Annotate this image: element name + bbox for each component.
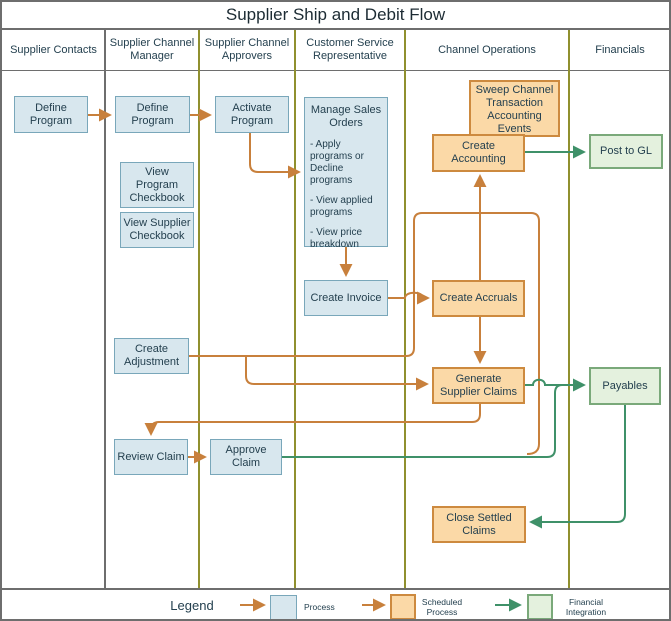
node-view-supplier-checkbook: View Supplier Checkbook: [120, 212, 194, 248]
node-post-to-gl: Post to GL: [589, 134, 663, 169]
diagram-title: Supplier Ship and Debit Flow: [2, 2, 669, 30]
legend-scheduled-swatch: [390, 594, 416, 619]
legend: Legend Process Scheduled Process Financi…: [2, 588, 669, 619]
legend-integration-label: Financial Integration: [565, 597, 607, 617]
lane-line-2: [198, 30, 200, 588]
lane-line-3: [294, 30, 296, 588]
connector-activate-to-manage-sales: [249, 133, 301, 179]
node-define-program-manager: Define Program: [115, 96, 190, 133]
legend-integration-swatch: [527, 594, 553, 619]
node-generate-supplier-claims: Generate Supplier Claims: [432, 367, 525, 404]
node-sweep-channel-transaction-accounting-events: Sweep Channel Transaction Accounting Eve…: [469, 80, 560, 137]
node-approve-claim: Approve Claim: [210, 439, 282, 475]
lane-line-1: [104, 30, 106, 588]
connector-create-invoice-to-create-accruals: [388, 291, 430, 305]
manage-sales-orders-item: - Apply programs or Decline programs: [310, 139, 364, 186]
connector-payables-to-close-settled-claims: [529, 405, 626, 529]
manage-sales-orders-item: - View applied programs: [310, 195, 373, 218]
lane-line-4: [404, 30, 406, 588]
connector-generate-claims-to-payables: [525, 378, 586, 392]
legend-title: Legend: [170, 598, 214, 613]
lane-header-supplier-channel-manager: Supplier Channel Manager: [109, 37, 195, 62]
connector-approve-claim-up-right: [480, 212, 540, 455]
legend-scheduled-label: Scheduled Process: [421, 597, 463, 617]
lane-header-supplier-contacts: Supplier Contacts: [10, 43, 97, 56]
node-review-claim: Review Claim: [114, 439, 188, 475]
node-view-program-checkbook: View Program Checkbook: [120, 162, 194, 208]
lane-header-channel-operations: Channel Operations: [438, 43, 536, 56]
node-close-settled-claims: Close Settled Claims: [432, 506, 526, 543]
node-define-program-supplier: Define Program: [14, 96, 88, 133]
node-payables: Payables: [589, 367, 661, 405]
legend-process-swatch: [270, 595, 297, 619]
node-create-accruals: Create Accruals: [432, 280, 525, 317]
node-activate-program: Activate Program: [215, 96, 289, 133]
connector-generate-claims-to-review-claim: [144, 404, 481, 436]
node-create-invoice: Create Invoice: [304, 280, 388, 316]
manage-sales-orders-title: Manage Sales Orders: [310, 104, 382, 129]
connector-adjustment-branch-to-generate-claims: [245, 356, 429, 391]
legend-process-label: Process: [304, 602, 335, 612]
node-manage-sales-orders: Manage Sales Orders - Apply programs or …: [304, 97, 388, 250]
node-create-accounting: Create Accounting: [432, 134, 525, 172]
header-separator-line: [2, 70, 669, 71]
node-create-adjustment: Create Adjustment: [114, 338, 189, 374]
lane-line-5: [568, 30, 570, 588]
lane-header-supplier-channel-approvers: Supplier Channel Approvers: [204, 37, 290, 62]
manage-sales-orders-item: - View price breakdown: [310, 227, 363, 250]
lane-header-customer-service-representative: Customer Service Representative: [306, 37, 394, 62]
lane-header-financials: Financials: [595, 43, 645, 56]
